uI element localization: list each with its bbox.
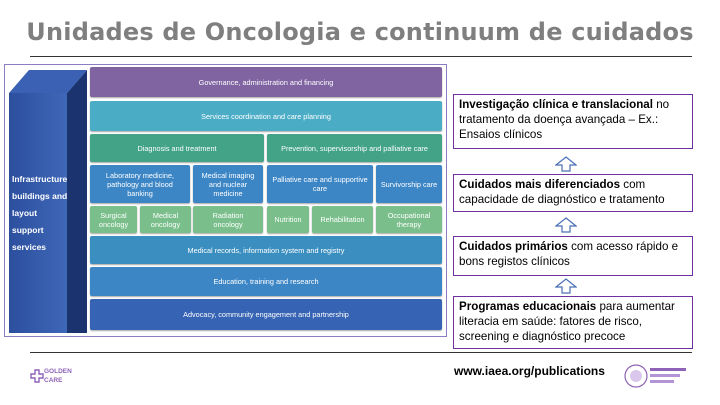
infrastructure-label: Infrastructure buildings and layout supp… (12, 173, 68, 252)
block-palliative: Palliative care and supportive care (267, 165, 373, 203)
up-arrow-icon (555, 278, 577, 294)
footer-divider (30, 352, 692, 353)
block-surgical-oncology: Surgical oncology (90, 206, 137, 233)
block-medical-records: Medical records, information system and … (90, 236, 442, 264)
golden-care-logo: GOLDEN CARE (30, 363, 80, 391)
logo-line-2: CARE (44, 377, 63, 384)
infrastructure-pillar: Infrastructure buildings and layout supp… (9, 93, 67, 333)
level-specialized-care: Cuidados mais diferenciados com capacida… (453, 174, 693, 212)
level-education-programs: Programas educacionais para aumentar lit… (453, 296, 693, 349)
golden-care-logo-icon (30, 369, 44, 383)
block-radiation-oncology: Radiation oncology (193, 206, 263, 233)
up-arrow-icon (555, 217, 577, 233)
block-medical-oncology: Medical oncology (140, 206, 191, 233)
level-title: Cuidados primários (459, 240, 568, 253)
level-title: Programas educacionais (459, 300, 597, 313)
block-diagnosis-treatment: Diagnosis and treatment (90, 134, 264, 162)
block-prevention: Prevention, supervisorship and palliativ… (267, 134, 442, 162)
block-survivorship: Survivorship care (376, 165, 442, 203)
title-divider (30, 56, 692, 57)
block-imaging: Medical imaging and nuclear medicine (193, 165, 263, 203)
level-text: no tratamento da doença avançada – Ex.: … (459, 98, 670, 141)
block-services-coordination: Services coordination and care planning (90, 101, 442, 131)
block-rehabilitation: Rehabilitation (312, 206, 373, 233)
cancer-care-badge-icon (624, 364, 686, 388)
block-governance: Governance, administration and financing (90, 67, 442, 97)
level-primary-care: Cuidados primários com acesso rápido e b… (453, 236, 693, 276)
block-laboratory: Laboratory medicine, pathology and blood… (90, 165, 190, 203)
publications-link[interactable]: www.iaea.org/publications (454, 364, 605, 378)
block-education: Education, training and research (90, 267, 442, 296)
block-occupational-therapy: Occupational therapy (376, 206, 442, 233)
level-clinical-research: Investigação clínica e translacional no … (453, 94, 693, 149)
block-nutrition: Nutrition (267, 206, 309, 233)
level-title: Cuidados mais diferenciados (459, 178, 621, 191)
diagram-frame (4, 64, 447, 337)
up-arrow-icon (555, 156, 577, 172)
level-text: para aumentar literacia em saúde: fatore… (459, 300, 675, 343)
page-title: Unidades de Oncologia e continuum de cui… (26, 18, 694, 46)
level-text: com capacidade de diagnóstico e tratamen… (459, 178, 665, 206)
logo-line-1: GOLDEN (44, 368, 72, 375)
level-text: com acesso rápido e bons registos clínic… (459, 240, 679, 268)
pillar-top-face (9, 70, 87, 93)
level-title: Investigação clínica e translacional (459, 98, 653, 111)
pillar-side-face (67, 70, 87, 333)
block-advocacy: Advocacy, community engagement and partn… (90, 299, 442, 330)
